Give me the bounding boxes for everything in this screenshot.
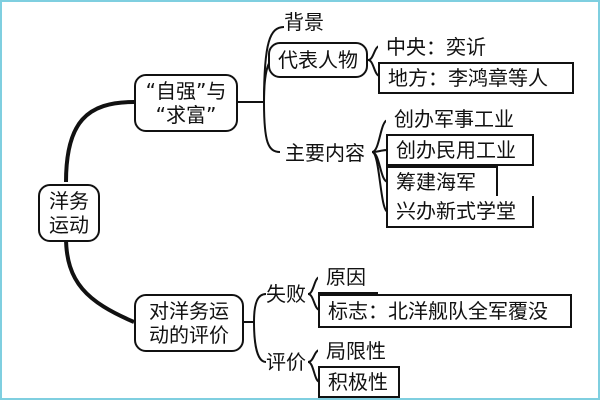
evaluation-label: 评价: [266, 350, 306, 374]
branch1-line1: “自强”与: [145, 79, 227, 103]
evaluation-item-limitation: 局限性: [318, 336, 400, 368]
failure-label: 失败: [266, 282, 306, 306]
content-item-civil: 创办民用工业: [386, 134, 534, 166]
failure-item-cause: 原因: [318, 262, 378, 294]
root-line2: 运动: [49, 213, 89, 237]
content-item-navy: 筹建海军: [386, 166, 498, 198]
people-item-central: 中央：奕䜣: [378, 32, 534, 64]
people-item-local: 地方：李鸿章等人: [378, 62, 574, 94]
branch1-node: “自强”与 “求富”: [134, 74, 238, 132]
branch2-node: 对洋务运 动的评价: [134, 294, 244, 352]
root-bracket: [64, 100, 135, 183]
branch1-bracket-low: [263, 101, 281, 153]
content-label: 主要内容: [285, 141, 365, 165]
people-label: 代表人物: [268, 42, 368, 78]
root-node: 洋务 运动: [38, 184, 100, 242]
content-item-military: 创办军事工业: [386, 104, 534, 136]
background-label: 背景: [284, 10, 324, 34]
root-line1: 洋务: [49, 189, 89, 213]
branch1-line2: “求富”: [155, 103, 217, 127]
root-bracket-lower: [64, 236, 135, 324]
branch2-line1: 对洋务运: [149, 299, 229, 323]
evaluation-item-positive: 积极性: [318, 366, 400, 398]
branch2-line2: 动的评价: [149, 323, 229, 347]
content-item-schools: 兴办新式学堂: [386, 196, 534, 228]
failure-item-sign: 标志：北洋舰队全军覆没: [318, 294, 572, 328]
